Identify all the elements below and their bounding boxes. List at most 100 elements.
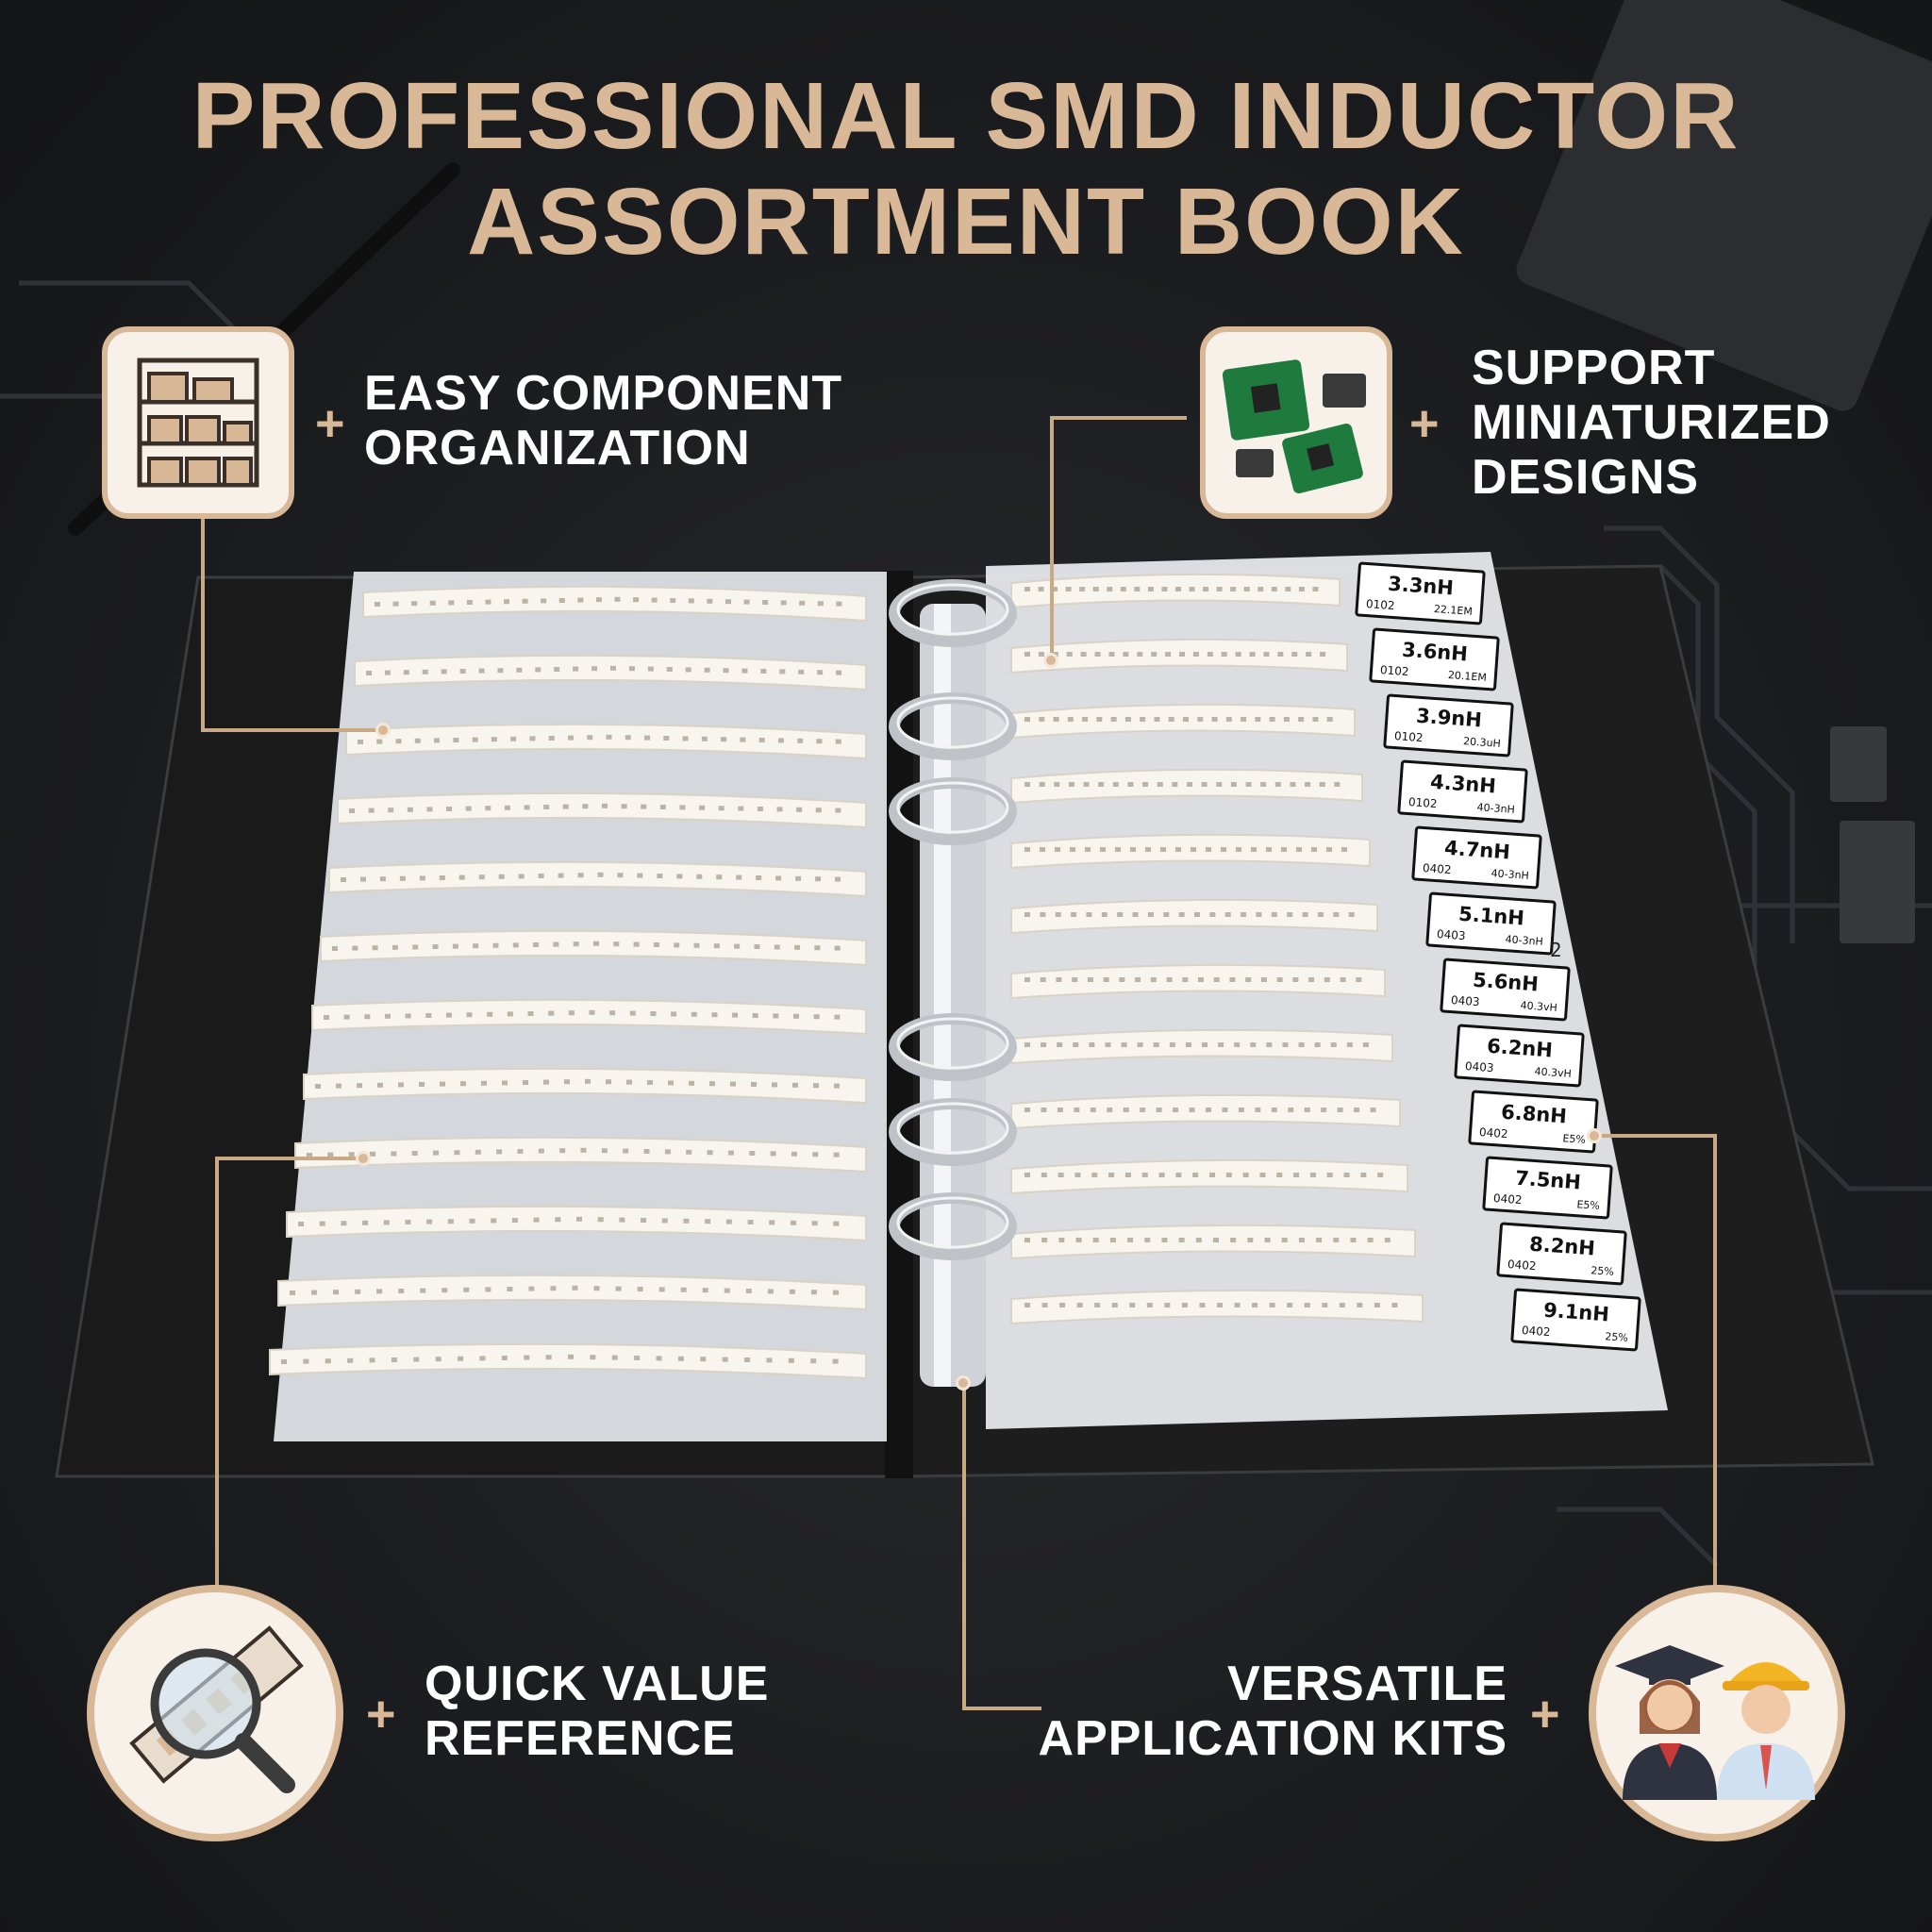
tape-hole bbox=[1056, 977, 1062, 982]
tape-hole bbox=[562, 804, 569, 809]
tape-hole bbox=[741, 668, 748, 674]
tape-hole bbox=[327, 1152, 334, 1158]
tape-hole bbox=[1195, 1238, 1202, 1242]
tape-hole bbox=[1282, 1042, 1289, 1047]
tape-hole bbox=[734, 943, 741, 949]
tape-hole bbox=[311, 1290, 318, 1295]
tape-hole bbox=[1305, 782, 1311, 787]
tape-hole bbox=[812, 1152, 819, 1158]
tape-hole bbox=[1082, 717, 1089, 722]
connector-dot bbox=[956, 1375, 971, 1391]
tape-hole bbox=[617, 873, 624, 878]
tape-hole bbox=[834, 1014, 841, 1020]
tape-hole bbox=[1039, 717, 1045, 722]
tape-hole bbox=[666, 667, 673, 672]
tape-hole bbox=[1119, 977, 1125, 982]
tape-hole bbox=[1108, 652, 1115, 657]
tolerance: 20.1EM bbox=[1447, 669, 1488, 684]
tolerance: 40.3vH bbox=[1534, 1065, 1573, 1080]
tape-hole bbox=[683, 1218, 690, 1224]
tape-hole bbox=[810, 1290, 817, 1295]
tape-hole bbox=[1252, 1303, 1258, 1307]
tape-hole bbox=[1178, 1238, 1185, 1242]
tape-hole bbox=[641, 804, 647, 809]
organization-badge bbox=[102, 326, 294, 519]
miniaturized-line-2: MINIATURIZED bbox=[1472, 395, 1831, 450]
tape-hole bbox=[491, 1218, 497, 1224]
connector-line bbox=[1594, 1134, 1717, 1138]
connector-dot bbox=[1043, 653, 1058, 668]
tape-hole bbox=[1298, 587, 1305, 591]
tape-hole bbox=[834, 1083, 840, 1089]
tape-hole bbox=[769, 1220, 775, 1225]
tape-hole bbox=[1230, 587, 1237, 591]
tape-hole bbox=[1206, 847, 1211, 852]
tape-hole bbox=[1161, 1238, 1168, 1242]
tape-hole bbox=[511, 1218, 518, 1223]
tape-hole bbox=[1068, 782, 1074, 787]
tape-hole bbox=[1274, 782, 1281, 787]
tape-hole bbox=[589, 1009, 595, 1015]
inductance-value: 5.1nH bbox=[1457, 902, 1525, 930]
tape-hole bbox=[593, 941, 599, 946]
tape-hole bbox=[572, 1285, 578, 1291]
tape-hole bbox=[754, 944, 760, 949]
tape-hole bbox=[1074, 1108, 1080, 1112]
tape-hole bbox=[716, 874, 723, 880]
shelf-icon bbox=[137, 358, 259, 488]
tape-hole bbox=[441, 1288, 448, 1293]
tape-hole bbox=[1348, 912, 1355, 917]
tape-hole bbox=[411, 1151, 418, 1156]
tape-hole bbox=[1086, 912, 1092, 917]
tape-hole bbox=[656, 1356, 662, 1361]
tape-hole bbox=[1333, 1238, 1340, 1242]
package-size: 0102 bbox=[1407, 795, 1439, 811]
tape-hole bbox=[426, 1219, 433, 1224]
tape-hole bbox=[1166, 977, 1173, 982]
tape-hole bbox=[1217, 1303, 1223, 1307]
tape-hole bbox=[626, 1079, 632, 1085]
tape-hole bbox=[357, 1083, 362, 1089]
tolerance: 40-3nH bbox=[1505, 933, 1544, 948]
tape-strip bbox=[345, 723, 867, 760]
tape-hole bbox=[751, 1082, 757, 1087]
tape-hole bbox=[1178, 912, 1185, 917]
tape-hole bbox=[792, 1082, 798, 1088]
tape-hole bbox=[686, 1149, 692, 1155]
tape-hole bbox=[1151, 652, 1158, 657]
tape-hole bbox=[1109, 1238, 1116, 1242]
tape-hole bbox=[315, 1084, 321, 1089]
tape-hole bbox=[403, 670, 409, 675]
tape-hole bbox=[454, 1150, 460, 1156]
tape-hole bbox=[392, 601, 399, 607]
tape-hole bbox=[384, 1013, 391, 1019]
tape-hole bbox=[1185, 1042, 1191, 1047]
package-size: 0403 bbox=[1436, 927, 1467, 943]
tape-hole bbox=[1087, 977, 1093, 982]
tape-hole bbox=[1201, 782, 1208, 787]
tape-hole bbox=[1266, 1042, 1273, 1047]
inductance-value: 3.3nH bbox=[1387, 572, 1455, 600]
tape-hole bbox=[1346, 1042, 1353, 1047]
tape-hole bbox=[1074, 1173, 1081, 1177]
inductance-value: 3.9nH bbox=[1415, 704, 1483, 732]
tape-hole bbox=[671, 1011, 677, 1017]
tape-hole bbox=[1304, 1303, 1310, 1307]
tape-hole bbox=[1298, 1238, 1305, 1242]
tape-hole bbox=[752, 1013, 758, 1018]
tape-hole bbox=[1083, 782, 1090, 787]
tape-hole bbox=[1367, 1238, 1374, 1242]
tape-hole bbox=[507, 1011, 513, 1017]
tape-strip bbox=[354, 654, 867, 691]
tape-hole bbox=[1175, 1173, 1182, 1177]
inductance-value: 4.3nH bbox=[1429, 770, 1497, 798]
tape-hole bbox=[1256, 912, 1262, 917]
tape-hole bbox=[1290, 782, 1296, 787]
tape-hole bbox=[813, 1083, 819, 1089]
tape-hole bbox=[817, 601, 824, 607]
connector-line bbox=[1713, 1134, 1717, 1591]
